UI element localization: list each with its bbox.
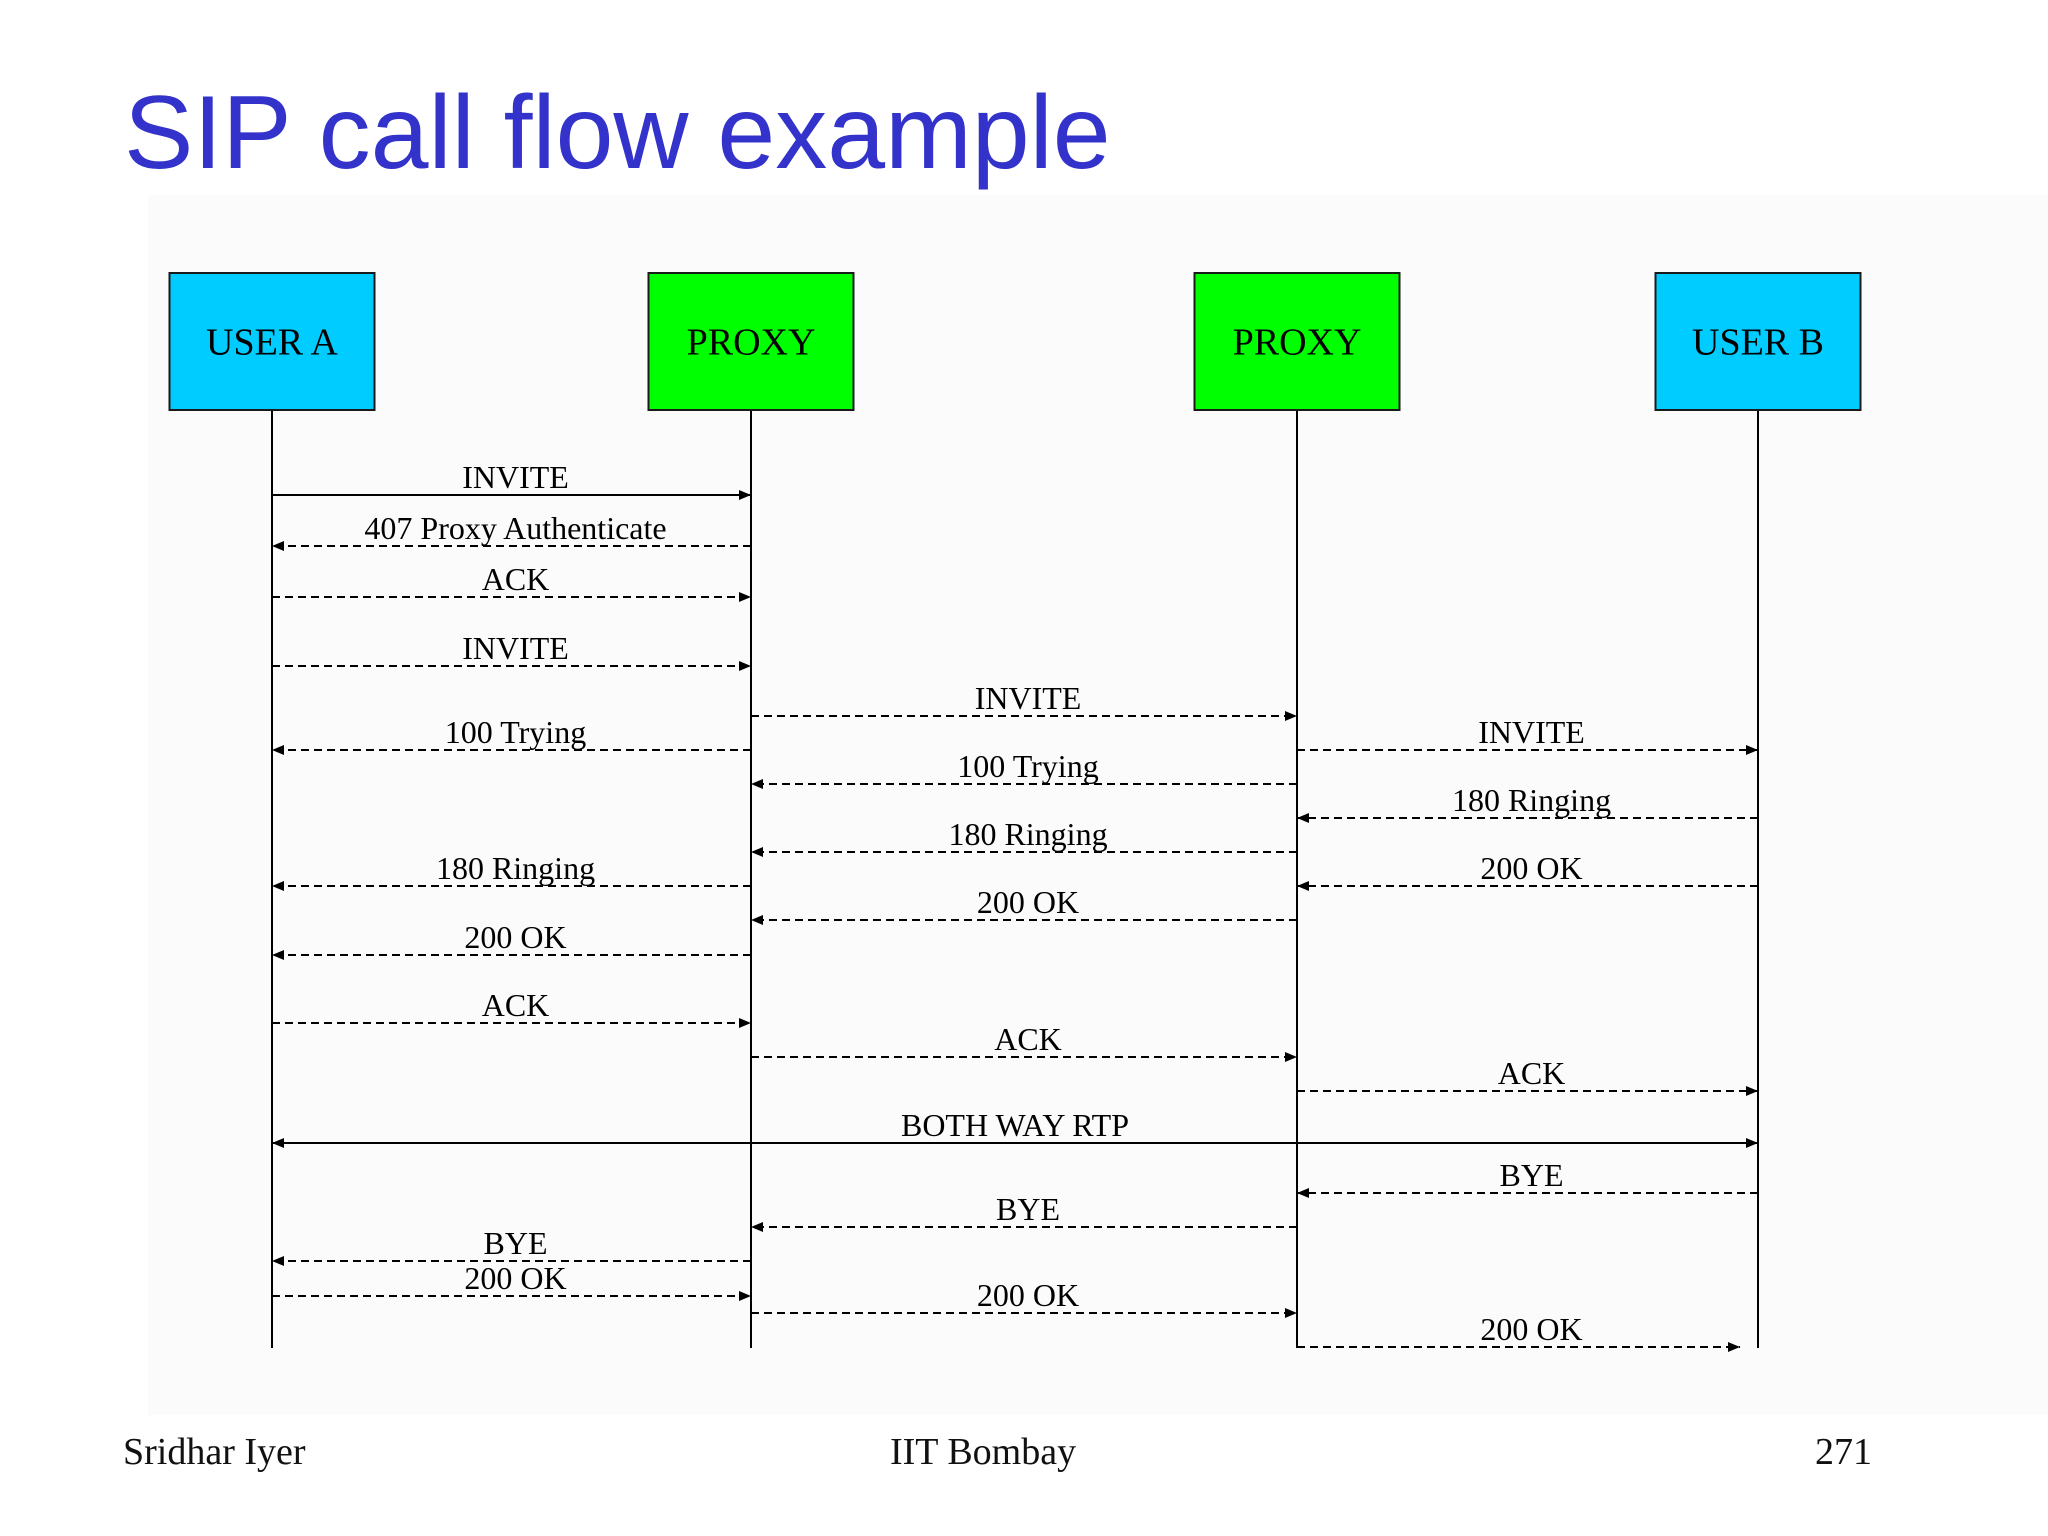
message-200-ok: 200 OK [751, 884, 1297, 925]
participant-box-fill [1193, 272, 1401, 411]
message-200-ok: 200 OK [272, 919, 751, 960]
participant-box-proxy-2: PROXY [1193, 272, 1401, 411]
message-label: 200 OK [1480, 850, 1582, 886]
message-180-ringing: 180 Ringing [1297, 782, 1758, 823]
message-407-proxy-authenticate: 407 Proxy Authenticate [272, 510, 751, 551]
message-label: INVITE [462, 630, 569, 666]
message-bye: BYE [272, 1225, 751, 1266]
participant-box-user-a: USER A [168, 272, 376, 411]
participant-label-proxy-1: PROXY [687, 322, 816, 364]
message-label: BYE [1500, 1157, 1564, 1193]
message-label: BOTH WAY RTP [901, 1107, 1129, 1143]
participant-label-proxy-2: PROXY [1233, 322, 1362, 364]
message-label: 180 Ringing [1452, 782, 1611, 818]
message-100-trying: 100 Trying [272, 714, 751, 755]
participant-box-fill [647, 272, 855, 411]
message-label: ACK [994, 1021, 1062, 1057]
message-200-ok: 200 OK [751, 1277, 1297, 1318]
message-label: INVITE [975, 680, 1082, 716]
message-invite: INVITE [272, 459, 751, 500]
slide-title: SIP call flow example [124, 75, 1111, 191]
participant-label-user-a: USER A [206, 322, 339, 364]
message-label: 200 OK [977, 1277, 1079, 1313]
message-label: 180 Ringing [948, 816, 1107, 852]
message-invite: INVITE [751, 680, 1297, 721]
message-label: ACK [482, 987, 550, 1023]
participant-box-fill [1654, 272, 1862, 411]
message-100-trying: 100 Trying [751, 748, 1297, 789]
participant-box-proxy-1: PROXY [647, 272, 855, 411]
message-label: INVITE [1478, 714, 1585, 750]
message-label: 200 OK [464, 919, 566, 955]
footer-institution: IIT Bombay [890, 1431, 1077, 1473]
message-label: 200 OK [1480, 1311, 1582, 1347]
message-label: 200 OK [464, 1260, 566, 1296]
message-bye: BYE [751, 1191, 1297, 1232]
message-label: 200 OK [977, 884, 1079, 920]
message-180-ringing: 180 Ringing [272, 850, 751, 891]
message-label: 180 Ringing [436, 850, 595, 886]
message-label: BYE [484, 1225, 548, 1261]
message-invite: INVITE [1297, 714, 1758, 755]
participant-boxes: USER A PROXY PROXY USER B [168, 272, 1862, 411]
message-ack: ACK [751, 1021, 1297, 1062]
message-ack: ACK [1297, 1055, 1758, 1096]
message-200-ok: 200 OK [1297, 850, 1758, 891]
message-label: 407 Proxy Authenticate [364, 510, 666, 546]
message-invite: INVITE [272, 630, 751, 671]
message-200-ok: 200 OK [1297, 1311, 1740, 1352]
footer-author: Sridhar Iyer [123, 1431, 306, 1473]
message-bye: BYE [1297, 1157, 1758, 1198]
message-label: 100 Trying [445, 714, 586, 750]
message-label: BYE [996, 1191, 1060, 1227]
message-200-ok: 200 OK [272, 1260, 751, 1301]
message-ack: ACK [272, 561, 751, 602]
message-label: ACK [482, 561, 550, 597]
message-label: ACK [1498, 1055, 1566, 1091]
message-180-ringing: 180 Ringing [751, 816, 1297, 857]
participant-box-user-b: USER B [1654, 272, 1862, 411]
participant-box-fill [168, 272, 376, 411]
message-ack: ACK [272, 987, 751, 1028]
message-label: INVITE [462, 459, 569, 495]
participant-label-user-b: USER B [1692, 322, 1824, 364]
message-both-way-rtp: BOTH WAY RTP [272, 1107, 1758, 1148]
footer-page-number: 271 [1815, 1431, 1872, 1473]
message-label: 100 Trying [957, 748, 1098, 784]
